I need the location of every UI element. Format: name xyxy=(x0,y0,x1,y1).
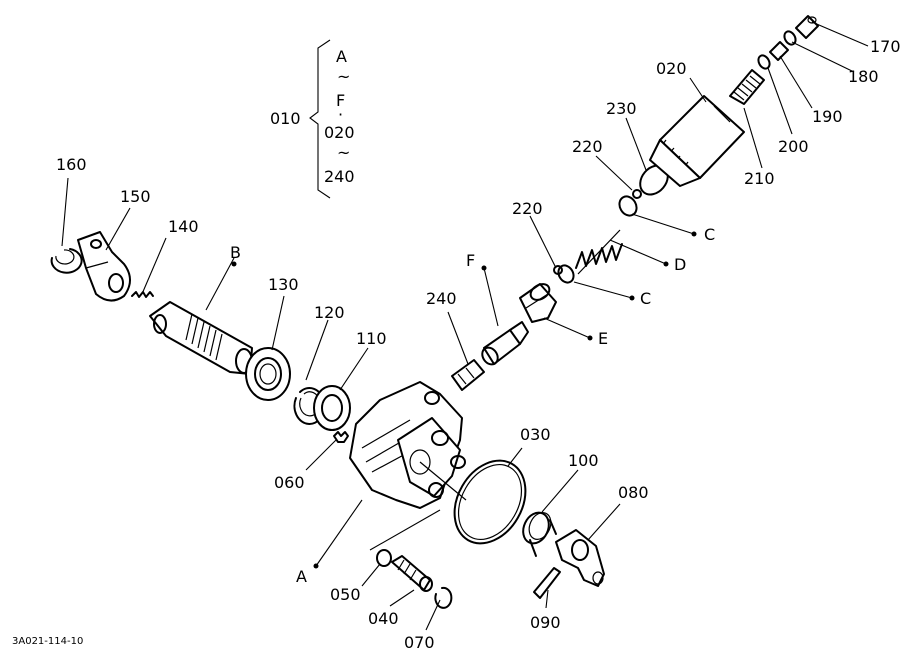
callout-100: 100 xyxy=(568,451,599,470)
callout-080: 080 xyxy=(618,483,649,502)
part-b-shaft xyxy=(149,301,253,375)
range-line-6: ~ xyxy=(337,143,350,162)
part-100-torsion-spring xyxy=(522,511,557,557)
part-d-spring xyxy=(575,229,623,275)
part-110-washer xyxy=(313,385,351,431)
callout-220-lower: 220 xyxy=(512,199,543,218)
callout-060: 060 xyxy=(274,473,305,492)
part-240-seat xyxy=(451,359,485,391)
callout-c-lower: C xyxy=(640,289,651,308)
callout-120: 120 xyxy=(314,303,345,322)
callout-180: 180 xyxy=(848,67,879,86)
part-080-lever xyxy=(555,529,605,587)
callout-070: 070 xyxy=(404,633,435,652)
reference-code: 3A021-114-10 xyxy=(12,636,83,647)
callout-b: B xyxy=(230,243,241,262)
callout-170: 170 xyxy=(870,37,901,56)
part-150-lever xyxy=(77,231,131,302)
part-160-snap-ring xyxy=(50,248,83,274)
part-210-adjusting-screw xyxy=(729,69,765,105)
part-090-pin xyxy=(533,567,561,599)
part-f-plunger-body xyxy=(481,321,529,366)
callout-150: 150 xyxy=(120,187,151,206)
callout-230: 230 xyxy=(606,99,637,118)
range-bracket xyxy=(309,39,331,199)
part-040-plunger xyxy=(391,555,433,592)
part-200-washer xyxy=(757,54,771,70)
callout-e: E xyxy=(598,329,608,348)
part-050-o-ring xyxy=(376,549,392,567)
part-030-o-ring xyxy=(453,459,527,545)
range-label-010: 010 xyxy=(270,109,301,128)
part-020-valve-body xyxy=(649,95,745,187)
range-line-1: A xyxy=(336,47,347,66)
callout-c-upper: C xyxy=(704,225,715,244)
range-line-3: F xyxy=(336,91,345,110)
range-line-2: ~ xyxy=(337,67,350,86)
callout-160: 160 xyxy=(56,155,87,174)
callout-050: 050 xyxy=(330,585,361,604)
callout-220-upper: 220 xyxy=(572,137,603,156)
part-a-housing xyxy=(349,381,467,509)
callout-020: 020 xyxy=(656,59,687,78)
range-line-4: · xyxy=(338,105,343,124)
range-line-5: 020 xyxy=(324,123,355,142)
callout-140: 140 xyxy=(168,217,199,236)
range-group-text: 010 A ~ F · 020 ~ 240 xyxy=(270,47,355,186)
callout-040: 040 xyxy=(368,609,399,628)
range-line-7: 240 xyxy=(324,167,355,186)
callout-030: 030 xyxy=(520,425,551,444)
callout-130: 130 xyxy=(268,275,299,294)
part-060-plug xyxy=(333,431,349,443)
callout-110: 110 xyxy=(356,329,387,348)
callout-d: D xyxy=(674,255,686,274)
part-220-ball-upper xyxy=(632,189,642,199)
callout-240: 240 xyxy=(426,289,457,308)
callout-dots xyxy=(231,231,697,569)
callout-f: F xyxy=(466,251,475,270)
part-190-lock-nut xyxy=(769,41,789,61)
part-e-valve-body xyxy=(519,283,557,323)
leader-lines xyxy=(61,21,869,631)
callout-a: A xyxy=(296,567,307,586)
callout-200: 200 xyxy=(778,137,809,156)
part-070-snap-ring xyxy=(434,586,453,609)
callout-090: 090 xyxy=(530,613,561,632)
callout-190: 190 xyxy=(812,107,843,126)
part-180-washer xyxy=(783,30,797,46)
callout-labels: 160 150 140 B 130 120 110 060 A 050 040 … xyxy=(56,37,901,652)
callout-210: 210 xyxy=(744,169,775,188)
part-c-seat-lower xyxy=(557,264,575,284)
part-170-cap-nut xyxy=(795,15,819,39)
part-130-bearing xyxy=(245,347,291,401)
